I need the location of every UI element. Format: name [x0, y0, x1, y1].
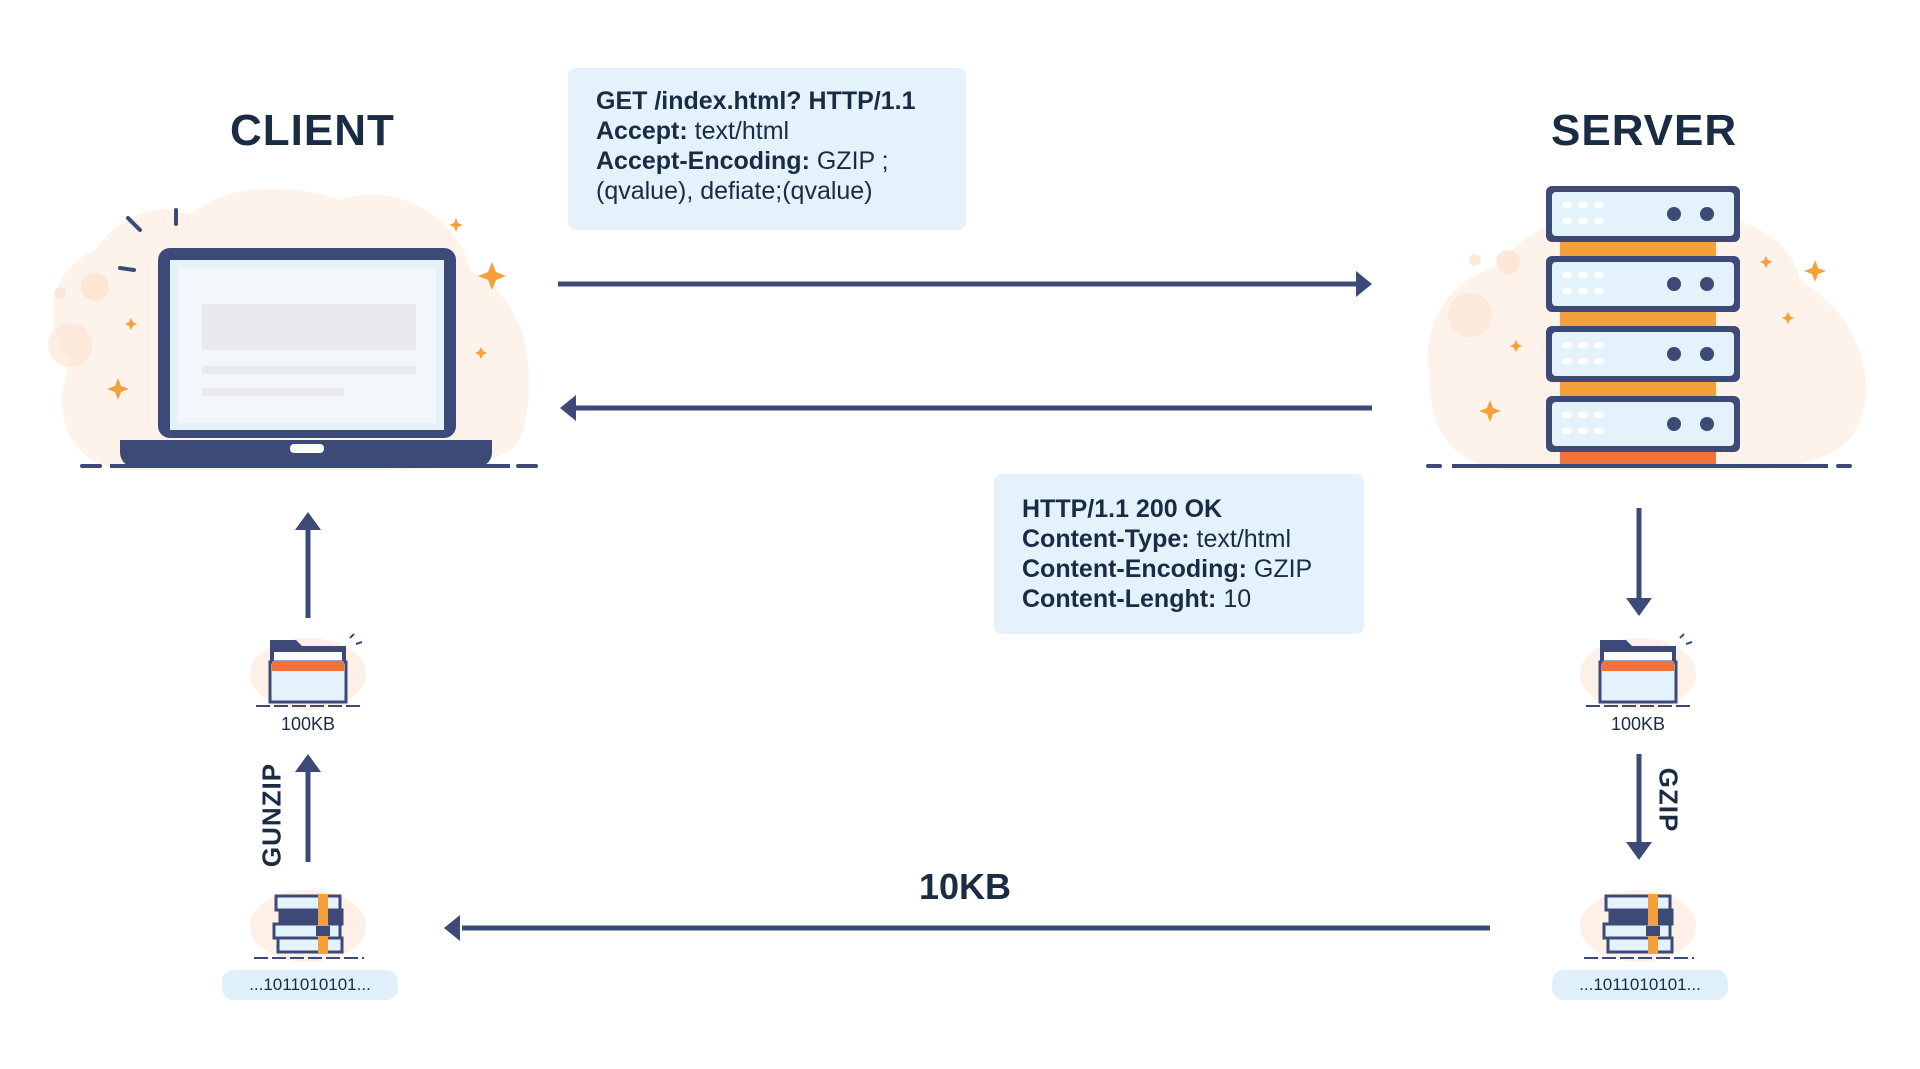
content-length-value: 10	[1216, 585, 1252, 613]
gzip-label: GZIP	[1653, 767, 1684, 833]
server-down-arrow-bottom	[1626, 754, 1652, 860]
server-folder-icon	[1580, 633, 1696, 710]
sparkle-icon	[1479, 256, 1826, 422]
accept-header-key: Accept:	[596, 117, 688, 145]
response-headers-box: HTTP/1.1 200 OK Content-Type: text/html …	[994, 474, 1364, 634]
request-arrow	[558, 271, 1372, 297]
client-folder-icon	[250, 633, 366, 710]
accept-encoding-key: Accept-Encoding:	[596, 147, 810, 175]
laptop-icon	[80, 208, 538, 468]
server-down-arrow-top	[1626, 508, 1652, 616]
client-up-arrow-bottom	[295, 754, 321, 862]
client-binary-pill: ...1011010101...	[222, 970, 398, 1000]
server-file-size: 100KB	[1610, 714, 1666, 734]
content-type-value: text/html	[1189, 525, 1291, 553]
request-line: GET /index.html? HTTP/1.1	[596, 87, 916, 115]
accept-encoding-continuation: (qvalue), defiate;(qvalue)	[596, 177, 873, 205]
content-encoding-value: GZIP	[1246, 555, 1313, 583]
accept-header-value: text/html	[687, 117, 790, 145]
response-arrow	[560, 395, 1372, 421]
content-encoding-key: Content-Encoding:	[1022, 555, 1247, 583]
client-up-arrow-top	[295, 512, 321, 618]
client-file-size: 100KB	[280, 714, 336, 734]
status-line: HTTP/1.1 200 OK	[1022, 495, 1223, 523]
gunzip-label: GUNZIP	[256, 762, 287, 868]
server-binary-pill: ...1011010101...	[1552, 970, 1728, 1000]
sparkle-icon	[107, 218, 506, 400]
accept-encoding-value: GZIP ;	[809, 147, 889, 175]
server-archive-icon	[1580, 890, 1696, 962]
client-archive-icon	[250, 890, 366, 962]
content-type-key: Content-Type:	[1022, 525, 1190, 553]
transfer-size-label: 10KB	[918, 866, 1012, 907]
content-length-key: Content-Lenght:	[1022, 585, 1217, 613]
request-headers-box: GET /index.html? HTTP/1.1 Accept: text/h…	[568, 68, 966, 230]
server-title: SERVER	[1551, 106, 1738, 155]
server-rack-icon	[1426, 186, 1852, 468]
transfer-arrow	[444, 915, 1490, 941]
client-title: CLIENT	[230, 106, 395, 155]
